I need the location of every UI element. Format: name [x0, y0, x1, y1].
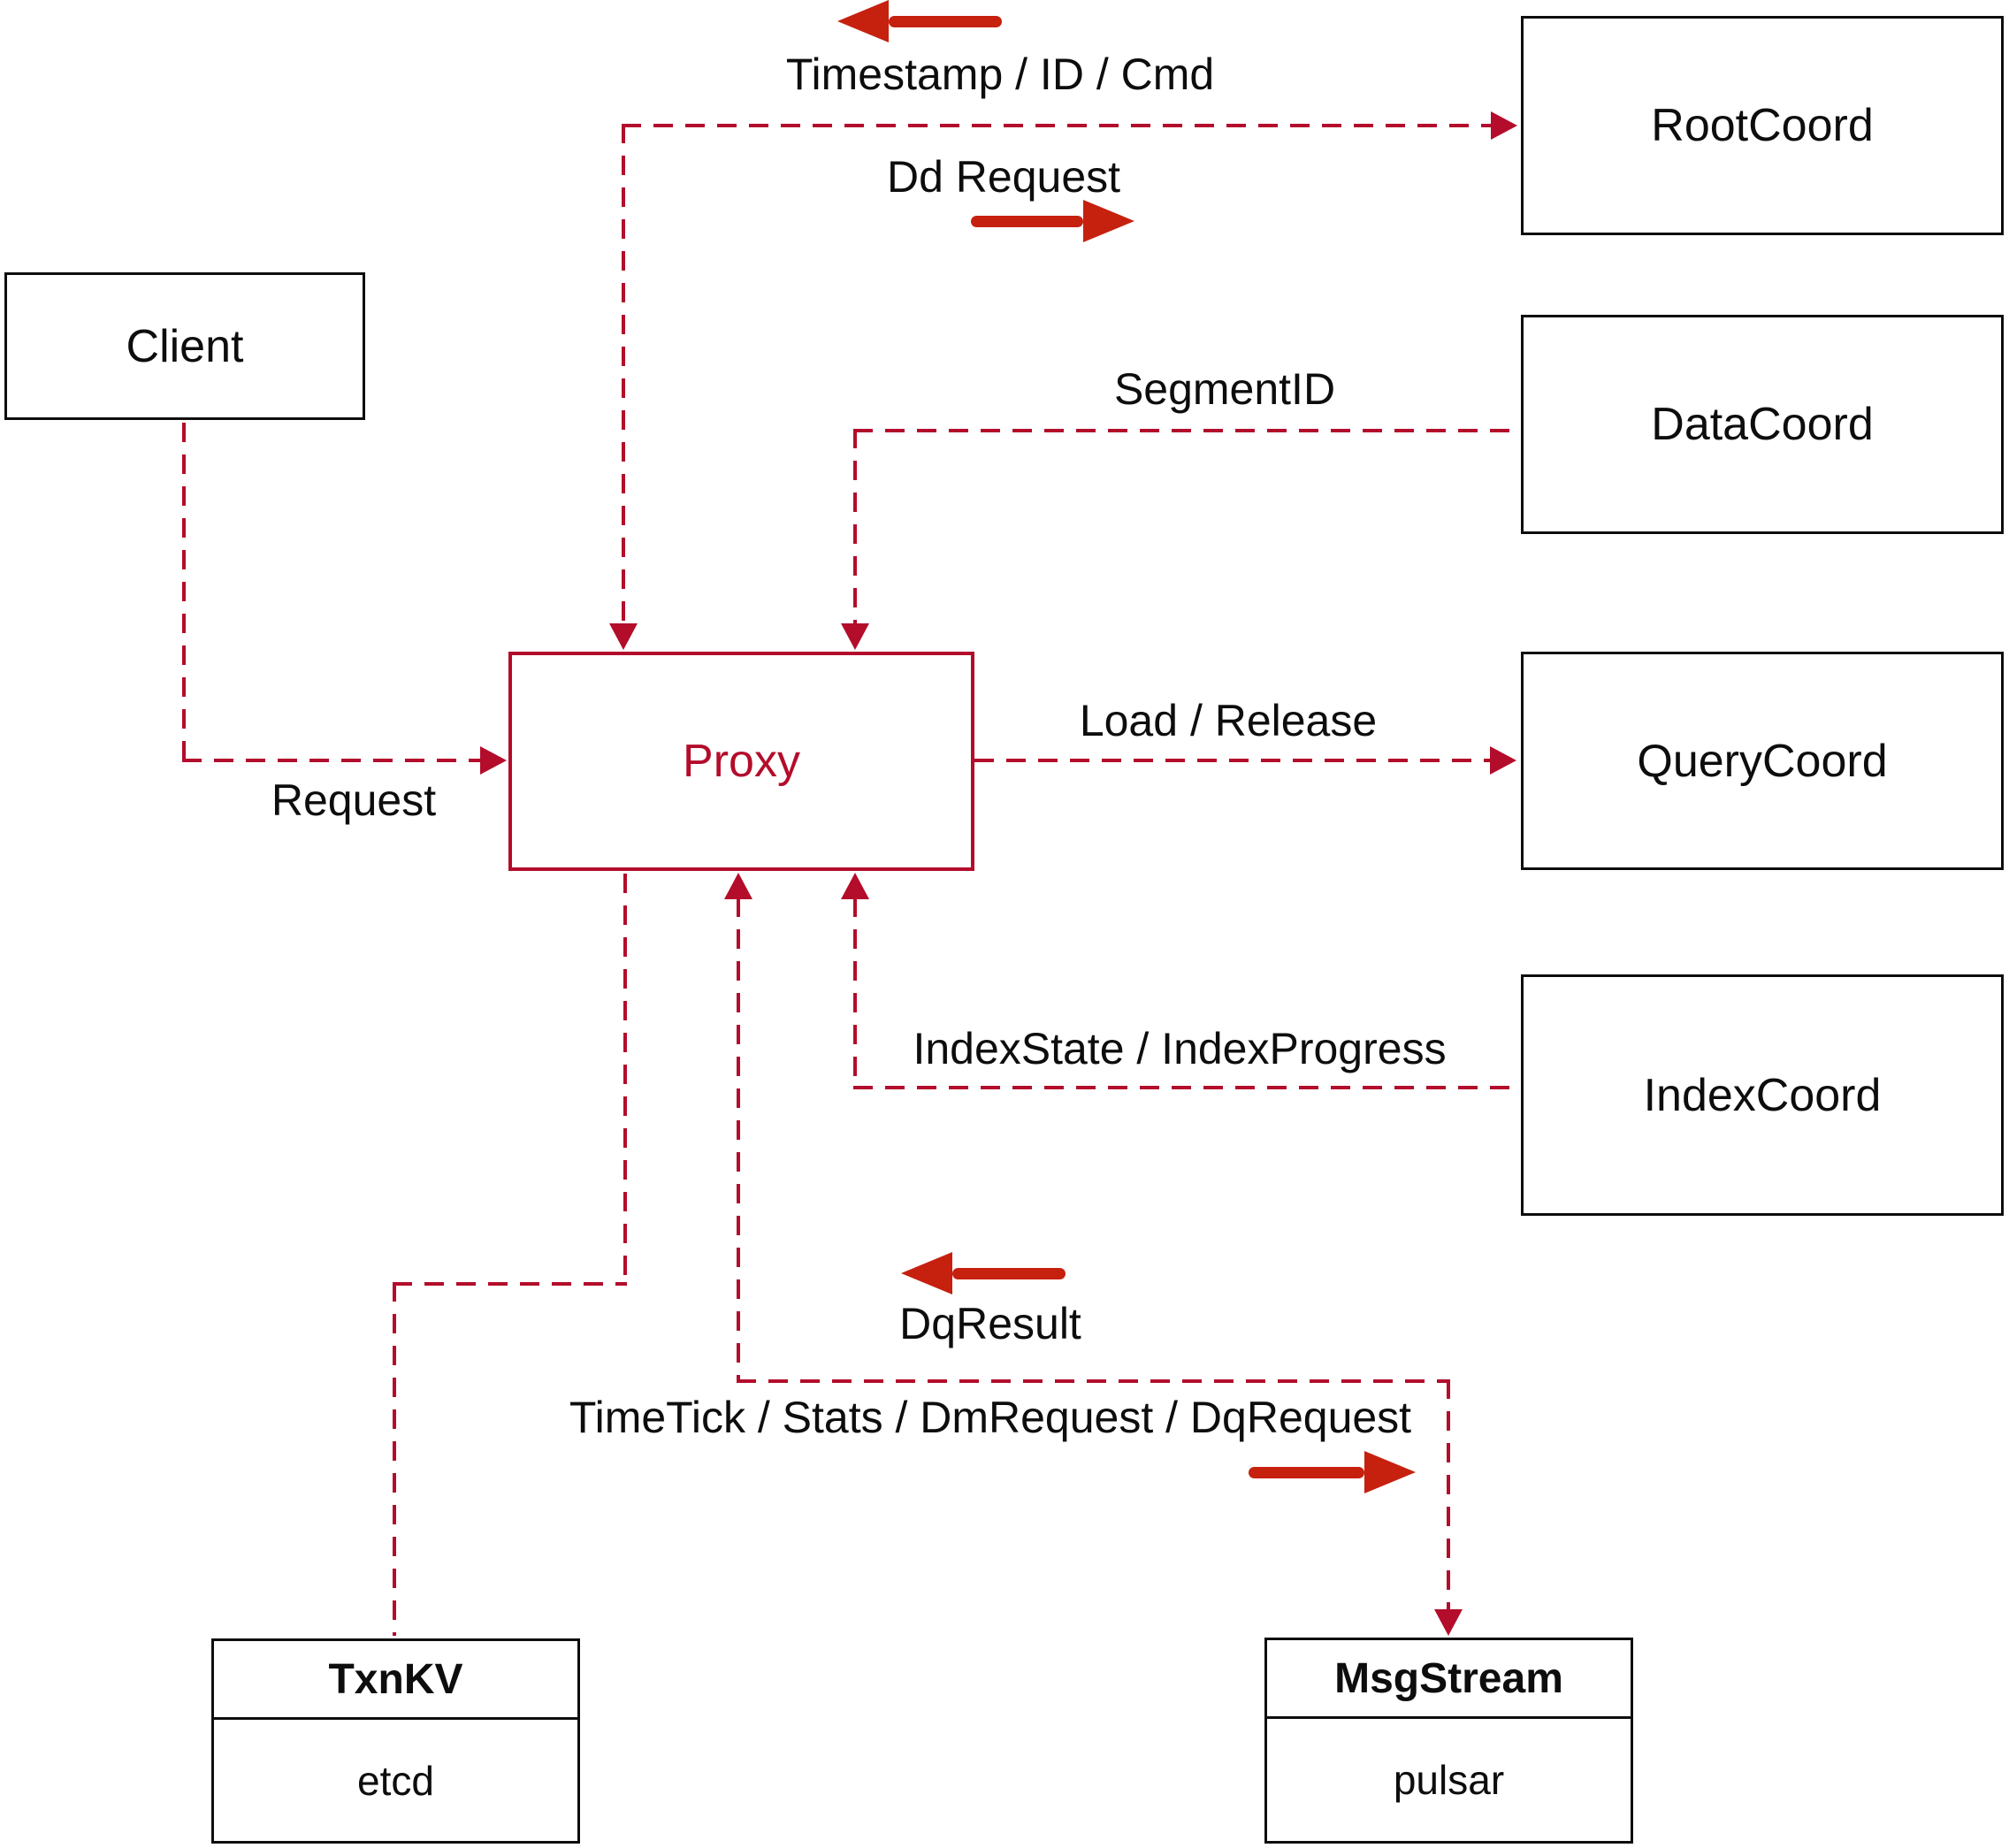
arrowhead-into-rootcoord-icon	[1491, 111, 1517, 140]
edge-proxy-txnkv-vertical-upper	[623, 874, 627, 1285]
node-client-label: Client	[126, 320, 244, 372]
edge-proxy-msgstream-vertical-upper	[737, 897, 740, 1383]
node-querycoord: QueryCoord	[1521, 652, 2004, 870]
node-proxy: Proxy	[508, 652, 974, 871]
node-rootcoord-label: RootCoord	[1651, 100, 1874, 151]
edge-label-dqresult: DqResult	[899, 1299, 1081, 1348]
arrowhead-into-proxy-bottom-right-icon	[841, 873, 869, 899]
direction-arrow-right-timetick-icon	[1249, 1451, 1416, 1493]
edge-datacoord-proxy-vertical	[853, 429, 857, 628]
node-indexcoord: IndexCoord	[1521, 974, 2004, 1216]
edge-proxy-msgstream-horizontal	[737, 1379, 1450, 1383]
edge-label-timetick-stats: TimeTick / Stats / DmRequest / DqRequest	[569, 1393, 1412, 1442]
node-txnkv-subtitle: etcd	[357, 1757, 434, 1804]
node-indexcoord-label: IndexCoord	[1643, 1069, 1882, 1121]
node-client: Client	[4, 272, 365, 420]
node-proxy-label: Proxy	[683, 736, 800, 787]
node-datacoord-label: DataCoord	[1651, 399, 1874, 450]
edge-proxy-txnkv-vertical-lower	[393, 1282, 396, 1636]
node-msgstream-subtitle: pulsar	[1393, 1757, 1505, 1803]
node-txnkv: TxnKV etcd	[211, 1638, 580, 1844]
direction-arrow-left-dqresult-icon	[901, 1252, 1066, 1294]
direction-arrow-right-dd-request-icon	[971, 200, 1134, 242]
edge-proxy-querycoord-horizontal	[974, 759, 1494, 762]
edge-label-timestamp-id-cmd: Timestamp / ID / Cmd	[785, 50, 1215, 99]
edge-label-request: Request	[271, 775, 437, 825]
edge-label-dd-request: Dd Request	[886, 152, 1121, 202]
arrowhead-into-proxy-bottom-left-icon	[724, 873, 752, 899]
arrowhead-into-proxy-top-right-icon	[841, 623, 869, 650]
node-txnkv-title: TxnKV	[214, 1641, 577, 1720]
node-msgstream: MsgStream pulsar	[1264, 1638, 1633, 1844]
edge-indexcoord-proxy-vertical	[853, 897, 857, 1089]
edge-label-segment-id: SegmentID	[1113, 364, 1336, 414]
arrowhead-into-proxy-left-icon	[480, 746, 507, 775]
arrowhead-into-proxy-top-left-icon	[609, 623, 638, 650]
node-datacoord: DataCoord	[1521, 315, 2004, 534]
node-rootcoord: RootCoord	[1521, 16, 2004, 235]
edge-proxy-rootcoord-horizontal	[622, 124, 1494, 127]
direction-arrow-left-timestamp-icon	[837, 0, 1002, 42]
edge-proxy-rootcoord-vertical	[622, 124, 625, 628]
arrowhead-into-msgstream-icon	[1434, 1609, 1463, 1636]
edge-label-load-release: Load / Release	[1079, 696, 1378, 745]
edge-proxy-txnkv-horizontal	[393, 1282, 627, 1286]
edge-client-proxy-vertical	[182, 423, 186, 762]
edge-datacoord-proxy-horizontal	[853, 429, 1521, 432]
node-msgstream-title: MsgStream	[1267, 1640, 1631, 1719]
edge-client-proxy-horizontal	[182, 759, 485, 762]
edge-indexcoord-proxy-horizontal	[853, 1086, 1521, 1089]
edge-label-indexstate-indexprogress: IndexState / IndexProgress	[913, 1024, 1447, 1073]
node-querycoord-label: QueryCoord	[1637, 735, 1888, 787]
arrowhead-into-querycoord-icon	[1490, 746, 1516, 775]
edge-proxy-msgstream-vertical-lower	[1447, 1379, 1450, 1611]
